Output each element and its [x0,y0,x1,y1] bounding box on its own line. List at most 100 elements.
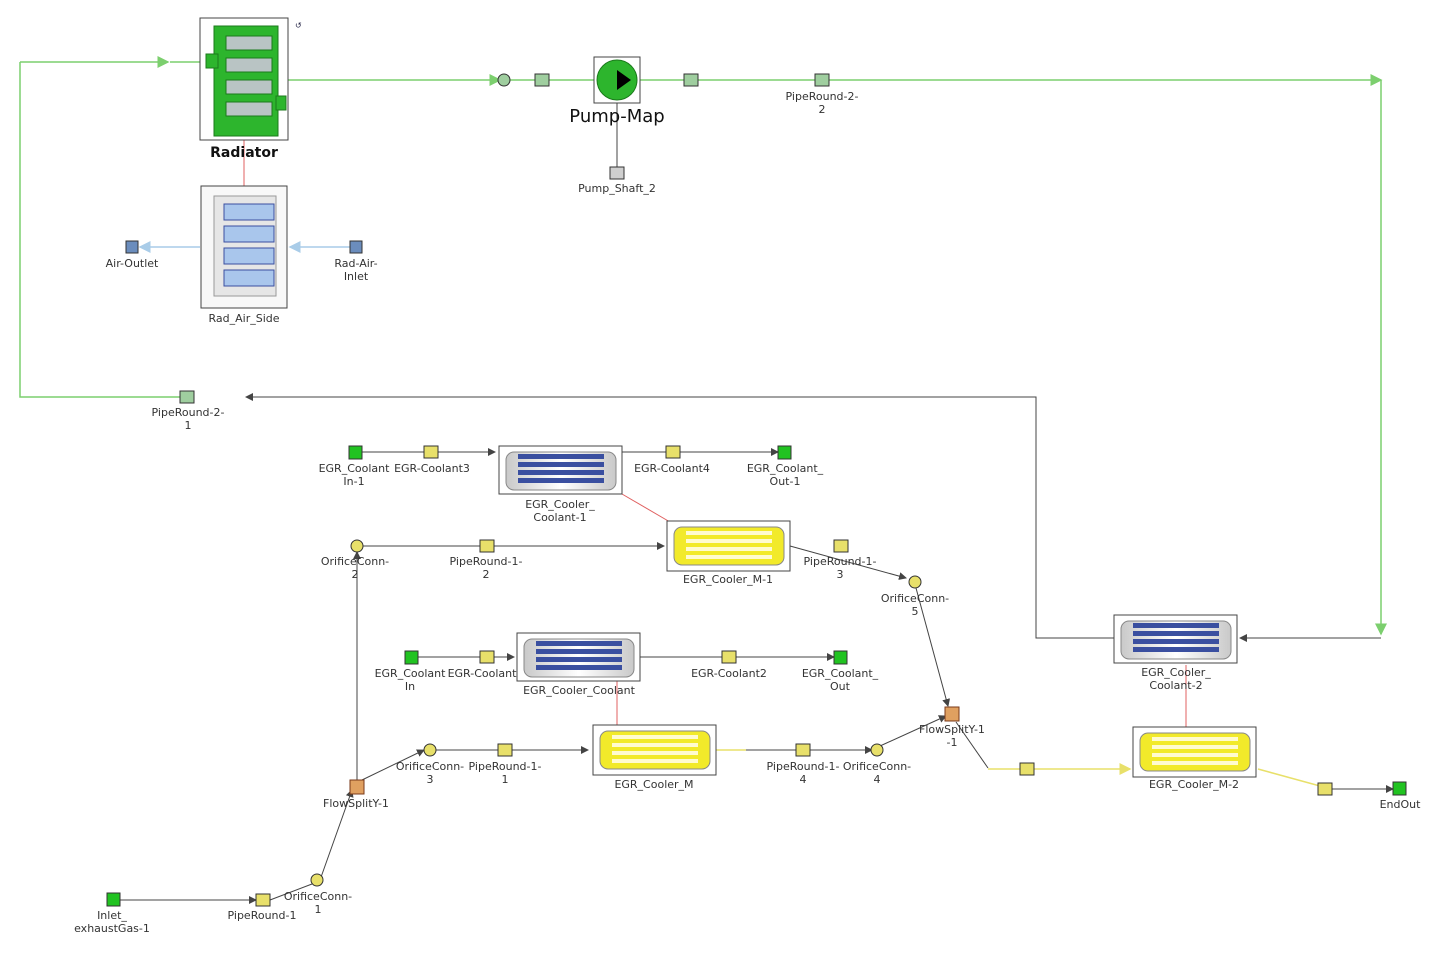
egr-coolant2-label: EGR-Coolant2 [691,667,767,680]
egr-cooler-coolant-2-label-2: Coolant-2 [1149,679,1202,692]
valve-icon[interactable] [497,73,511,87]
pipe-round-1-2-label-1: PipeRound-1- [450,555,523,568]
inlet-exhaust-label-2: exhaustGas-1 [74,922,150,935]
orifice-conn-5-label-2: 5 [912,605,919,618]
pipe-round-2-1-label-2: 1 [185,419,192,432]
pipe-round-1-label: PipeRound-1 [228,909,297,922]
egr-coolant2-icon[interactable] [721,650,737,664]
pipe-round-2-2-label-2: 2 [819,103,826,116]
orifice-conn-2-label-1: OrificeConn- [321,555,389,568]
egr-coolant-out-1-label-1: EGR_Coolant_ [747,462,824,475]
egr-cooler-coolant-1-label-1: EGR_Cooler_ [525,498,595,511]
orifice-conn-2-icon[interactable] [350,539,364,553]
end-out-icon[interactable] [1392,781,1407,796]
rad-air-inlet-icon[interactable] [349,240,363,254]
orifice-conn-1-label-1: OrificeConn- [284,890,352,903]
egr-coolant-lines-2 [418,653,1187,727]
egr-coolant-label: EGR-Coolant [448,667,518,680]
egr-coolant-icon[interactable] [479,650,495,664]
pipe-icon[interactable] [534,73,550,87]
air-outlet-icon[interactable] [125,240,139,254]
pipe-round-1-3-label-1: PipeRound-1- [804,555,877,568]
pipe-round-2-1-icon[interactable] [179,390,195,404]
egr-coolant-out-label-1: EGR_Coolant_ [802,667,879,680]
pipe-round-1-2-label-2: 2 [483,568,490,581]
inlet-exhaust-icon[interactable] [106,892,121,907]
rad-air-side-label: Rad_Air_Side [208,312,279,325]
egr-coolant-out-1-icon[interactable] [777,445,792,460]
end-out-label: EndOut [1380,798,1422,811]
flowsplity-1-1-label-1: FlowSplitY-1 [919,723,985,736]
rad-air-side-icon[interactable] [200,185,288,309]
air-outlet-label: Air-Outlet [106,257,159,270]
flowsplity-1-1-label-2: -1 [947,736,958,749]
rad-air-inlet-label-2: Inlet [344,270,369,283]
pipe-icon[interactable] [1019,762,1035,776]
egr-cooler-coolant-label: EGR_Cooler_Coolant [523,684,636,697]
egr-cooler-m-label: EGR_Cooler_M [614,778,693,791]
orifice-conn-5-icon[interactable] [908,575,922,589]
orifice-conn-1-icon[interactable] [310,873,324,887]
pipe-round-1-1-label-1: PipeRound-1- [469,760,542,773]
egr-coolant-in-1-label-1: EGR_Coolant [319,462,391,475]
pipe-icon[interactable] [1317,782,1333,796]
egr-coolant-out-1-label-2: Out-1 [770,475,801,488]
flowsplity-1-1-icon[interactable] [944,706,960,722]
pump-map-icon[interactable] [593,56,641,104]
orifice-conn-3-icon[interactable] [423,743,437,757]
rad-air-inlet-label-1: Rad-Air- [334,257,377,270]
egr-coolant3-icon[interactable] [423,445,439,459]
exhaust-lines [120,542,1394,904]
egr-cooler-m-1-icon[interactable] [666,520,791,572]
egr-coolant-in-1-icon[interactable] [348,445,363,460]
pipe-round-1-3-label-2: 3 [837,568,844,581]
egr-coolant-in-label-1: EGR_Coolant [375,667,447,680]
pipe-round-1-1-label-2: 1 [502,773,509,786]
egr-coolant-in-icon[interactable] [404,650,419,665]
egr-cooler-coolant-2-label-1: EGR_Cooler_ [1141,666,1211,679]
egr-cooler-m-icon[interactable] [592,724,717,776]
egr-cooler-m-1-label: EGR_Cooler_M-1 [683,573,773,586]
pump-shaft-icon[interactable] [609,166,625,180]
pipe-round-1-icon[interactable] [255,893,271,907]
egr-cooler-coolant-2-icon[interactable] [1113,614,1238,664]
coolant-return-lines [245,393,1381,642]
orifice-conn-3-label-2: 3 [427,773,434,786]
orifice-conn-4-label-2: 4 [874,773,881,786]
egr-cooler-coolant-1-label-2: Coolant-1 [533,511,586,524]
pipe-round-2-2-icon[interactable] [814,73,830,87]
pump-map-label: Pump-Map [569,106,664,127]
orifice-conn-2-label-2: 2 [352,568,359,581]
inlet-exhaust-label-1: Inlet_ [97,909,127,922]
pipe-round-1-4-icon[interactable] [795,743,811,757]
orifice-conn-1-label-2: 1 [315,903,322,916]
egr-cooler-coolant-icon[interactable] [516,632,641,682]
egr-coolant4-label: EGR-Coolant4 [634,462,710,475]
pipe-round-1-4-label-1: PipeRound-1- [767,760,840,773]
coolant-loop-lines [19,56,1387,636]
orifice-conn-4-label-1: OrificeConn- [843,760,911,773]
egr-cooler-coolant-1-icon[interactable] [498,445,623,495]
egr-cooler-m-2-icon[interactable] [1132,726,1257,778]
egr-coolant4-icon[interactable] [665,445,681,459]
egr-coolant-in-label-2: In [405,680,415,693]
orifice-conn-3-label-1: OrificeConn- [396,760,464,773]
pipe-round-2-2-label-1: PipeRound-2- [786,90,859,103]
pipe-round-1-1-icon[interactable] [497,743,513,757]
pipe-icon[interactable] [683,73,699,87]
pipe-round-1-2-icon[interactable] [479,539,495,553]
radiator-icon[interactable]: ↺ [199,17,302,141]
egr-cooler-m-2-label: EGR_Cooler_M-2 [1149,778,1239,791]
egr-coolant-out-icon[interactable] [833,650,848,665]
flowsplity-1-icon[interactable] [349,779,365,795]
flowsplity-1-label: FlowSplitY-1 [323,797,389,810]
pipe-round-1-3-icon[interactable] [833,539,849,553]
radiator-label: Radiator [210,145,278,161]
pipe-round-1-4-label-2: 4 [800,773,807,786]
egr-coolant3-label: EGR-Coolant3 [394,462,470,475]
orifice-conn-5-label-1: OrificeConn- [881,592,949,605]
orifice-conn-4-icon[interactable] [870,743,884,757]
egr-coolant-out-label-2: Out [830,680,851,693]
